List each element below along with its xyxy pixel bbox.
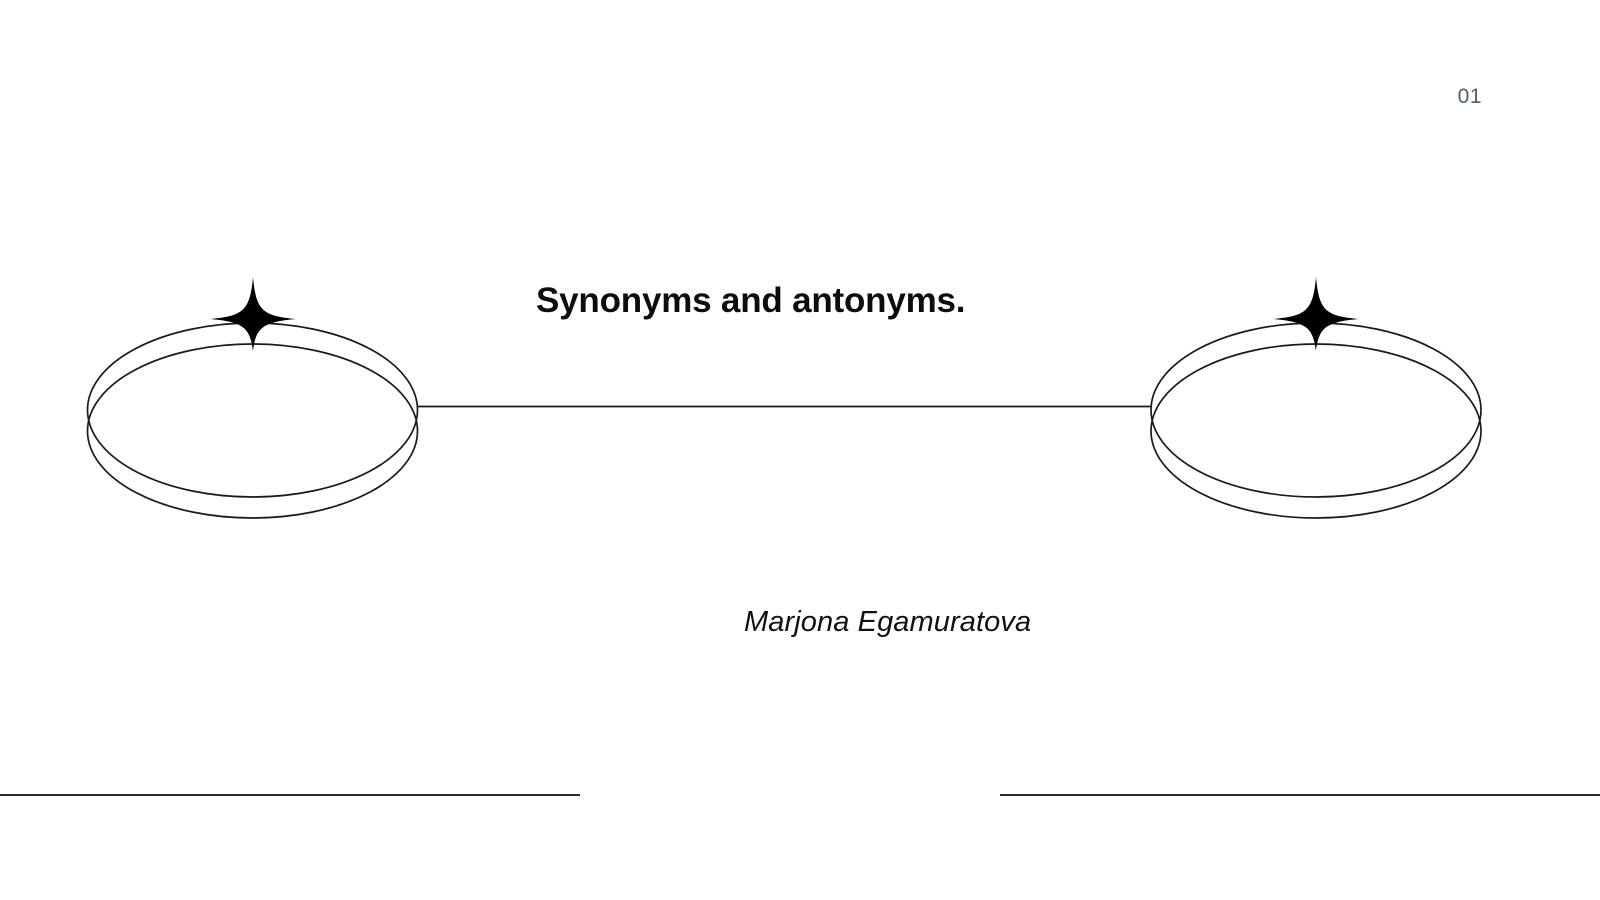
left-ornament <box>86 277 419 519</box>
left-ellipse-upper <box>86 322 419 498</box>
author-name: Marjona Egamuratova <box>744 606 1032 638</box>
right-ellipse-upper <box>1150 322 1482 498</box>
right-ornament <box>1150 277 1482 519</box>
left-ellipse-lower <box>86 343 419 519</box>
left-sparkle-icon <box>210 277 296 351</box>
page-number: 01 <box>1457 85 1482 108</box>
right-sparkle-icon <box>1273 277 1359 351</box>
bottom-rule-right <box>1000 794 1600 796</box>
page-title: Synonyms and antonyms. <box>536 281 966 320</box>
bottom-rule-left <box>0 794 580 796</box>
right-ellipse-lower <box>1150 343 1482 519</box>
